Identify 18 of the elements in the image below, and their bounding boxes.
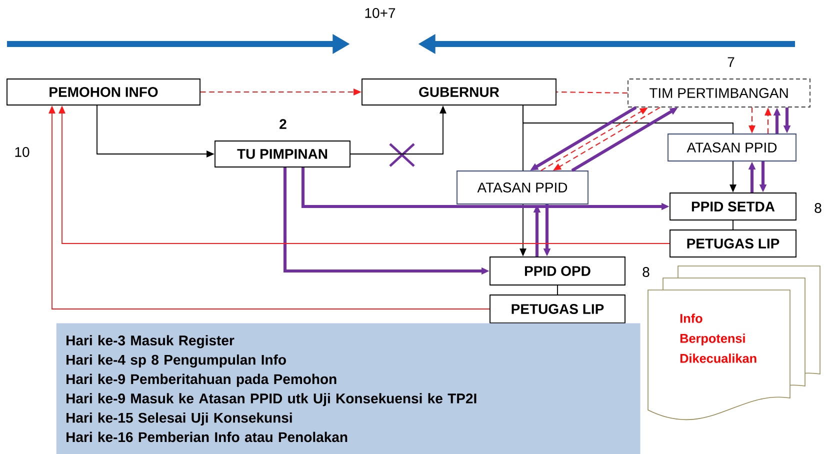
process-box: GUBERNUR: [362, 78, 556, 106]
process-box: PPID OPD: [490, 256, 626, 286]
step-number: 8: [642, 267, 650, 277]
document-label: Info Berpotensi Dikecualikan: [680, 314, 756, 363]
process-box: ATASAN PPID: [456, 170, 588, 204]
step-number: 2: [280, 119, 286, 129]
process-box: PPID SETDA: [670, 192, 796, 220]
process-box: PEMOHON INFO: [6, 78, 200, 106]
process-box: PETUGAS LIP: [670, 230, 796, 258]
step-number: 7: [728, 57, 734, 67]
process-box: PETUGAS LIP: [490, 294, 626, 324]
step-number: 8: [814, 203, 822, 213]
process-box: TU PIMPINAN: [214, 140, 350, 168]
process-box: TIM PERTIMBANGAN: [628, 78, 810, 108]
step-number: 10: [15, 147, 30, 157]
process-box: ATASAN PPID: [668, 134, 796, 162]
note-box: Hari ke-3 Masuk Register Hari ke-4 sp 8 Pengumpulan Info Hari ke-9 Pemberitahuan pada Pemohon Hari ke-9 Masuk ke Atasan PPID utk Uji Konsekuensi ke TP2I Hari ke-15 Selesai Uji Konsekunsi Hari ke-16 Pemberian Info atau Penolakan: [56, 323, 640, 454]
step-number: 10+7: [365, 8, 396, 18]
